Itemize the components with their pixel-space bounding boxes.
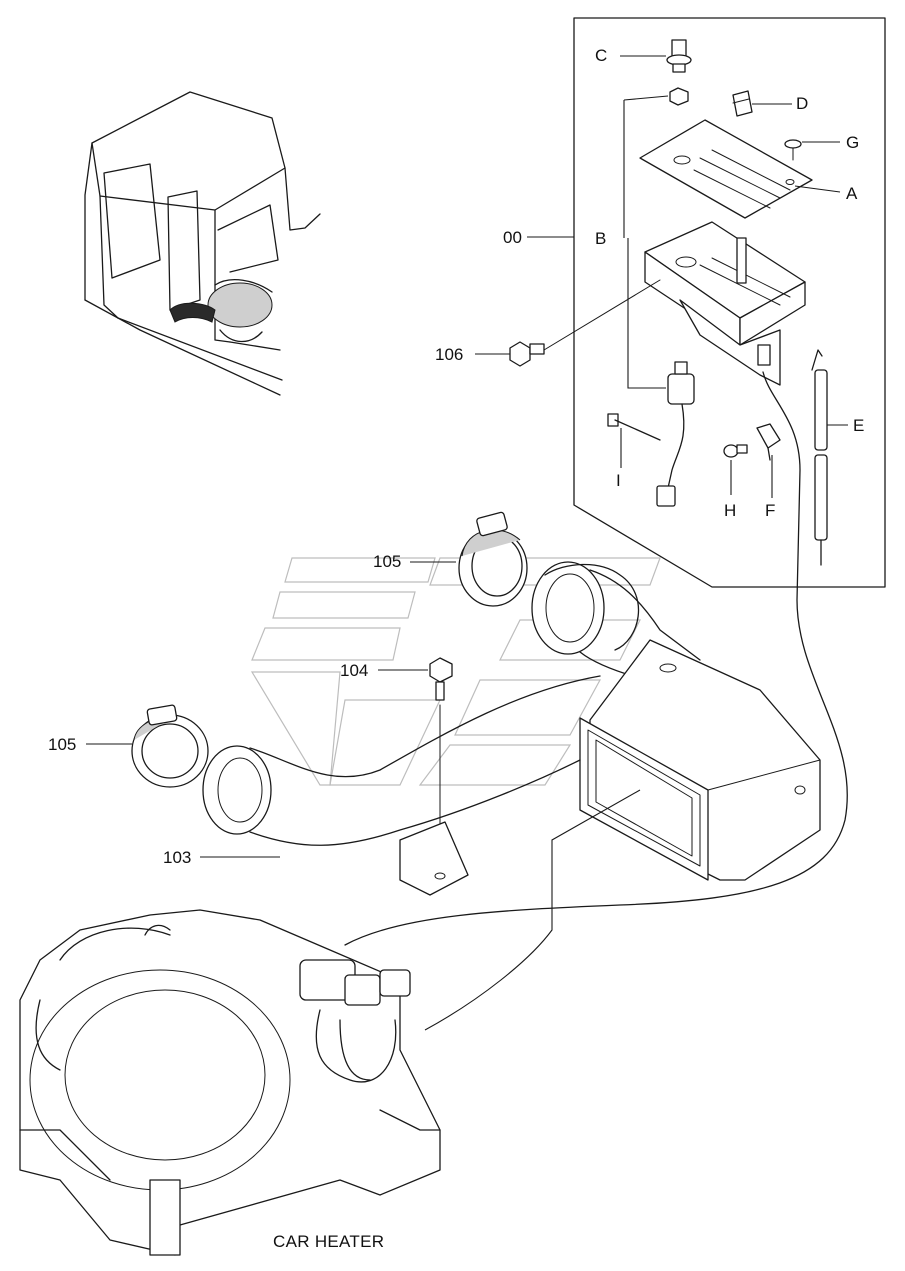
knob-d (732, 90, 753, 117)
diagram-caption: CAR HEATER (273, 1232, 385, 1251)
cab-illustration (84, 91, 321, 396)
label-106: 106 (435, 345, 464, 364)
hose-clamp-upper (458, 511, 528, 607)
label-a: A (846, 184, 858, 203)
label-00: 00 (503, 228, 522, 247)
switch-connector (656, 361, 695, 507)
hose-clamp-lower (131, 704, 209, 788)
control-plate (639, 119, 813, 219)
label-i: I (616, 471, 621, 490)
screw-g (784, 139, 802, 161)
bolt-106 (509, 341, 545, 367)
screw-h (723, 444, 748, 458)
label-105-upper: 105 (373, 552, 402, 571)
knob-c (666, 39, 692, 106)
bracket-b (644, 221, 806, 386)
bolt-104 (429, 657, 453, 701)
label-b: B (595, 229, 607, 248)
label-f: F (765, 501, 776, 520)
label-h: H (724, 501, 737, 520)
rod-e (811, 349, 828, 566)
kit-frame (573, 17, 886, 588)
control-cable (344, 371, 848, 946)
cable-tie-i (607, 413, 661, 441)
label-104: 104 (340, 661, 369, 680)
label-103: 103 (163, 848, 192, 867)
curved-hose-103 (202, 675, 601, 896)
label-g: G (846, 133, 860, 152)
label-d: D (796, 94, 809, 113)
label-105-lower: 105 (48, 735, 77, 754)
label-c: C (595, 46, 608, 65)
label-e: E (853, 416, 865, 435)
heater-unit (19, 909, 441, 1256)
clip-f (756, 423, 781, 461)
outlet-duct (579, 639, 821, 881)
